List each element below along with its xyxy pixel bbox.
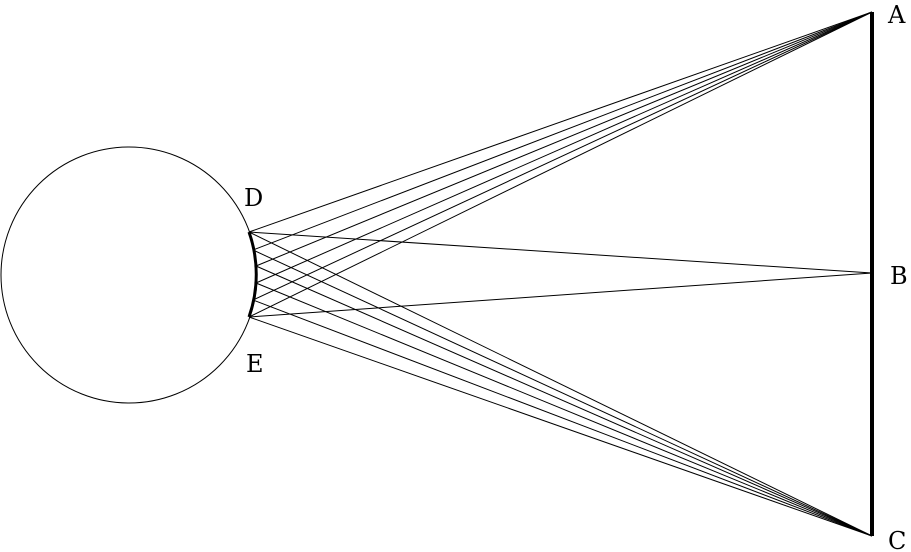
- arc-de: [247, 231, 258, 318]
- ray-a-6: [248, 11, 873, 318]
- rays-from-a: [248, 11, 873, 318]
- label-c: C: [888, 527, 906, 552]
- ray-b-e: [248, 272, 873, 318]
- ray-a-3: [255, 11, 873, 267]
- rays-from-c: [248, 231, 873, 537]
- ray-c-2: [252, 249, 873, 537]
- rays-from-b: [248, 231, 873, 318]
- ray-a-2: [252, 11, 873, 251]
- label-e: E: [246, 350, 264, 378]
- ray-c-1: [248, 231, 873, 537]
- ray-a-1: [248, 11, 873, 233]
- ray-c-3: [255, 265, 873, 537]
- ray-c-5: [252, 299, 873, 537]
- ray-c-4: [255, 282, 873, 537]
- label-b: B: [890, 262, 908, 290]
- ray-a-4: [255, 11, 873, 284]
- sphere-circle: [0, 146, 258, 404]
- ray-a-5: [252, 11, 873, 301]
- ray-b-d: [248, 231, 873, 274]
- label-d: D: [244, 184, 263, 212]
- ray-c-6: [248, 316, 873, 537]
- label-a: A: [887, 1, 906, 29]
